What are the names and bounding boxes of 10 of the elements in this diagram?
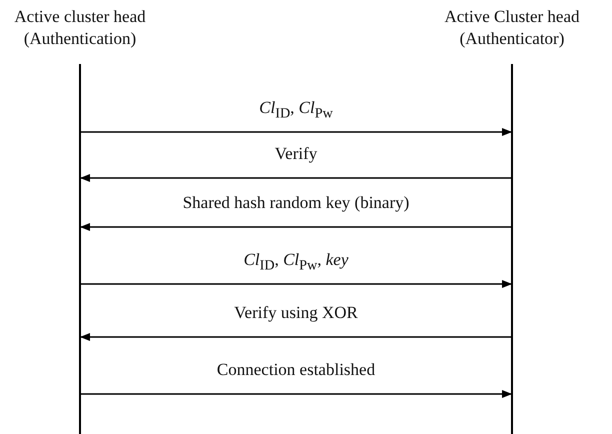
message-label: Verify using XOR <box>231 303 361 323</box>
message-arrow <box>81 280 512 288</box>
message-arrow <box>80 223 511 231</box>
message-arrow <box>81 128 512 136</box>
message-label: Verify <box>272 144 320 164</box>
message-arrow <box>80 174 511 182</box>
lifeline-title: Active Cluster head (Authenticator) <box>443 6 580 50</box>
lifeline-title: Active cluster head (Authentication) <box>13 6 147 50</box>
message-arrow <box>81 390 512 398</box>
message-arrow <box>80 333 511 341</box>
